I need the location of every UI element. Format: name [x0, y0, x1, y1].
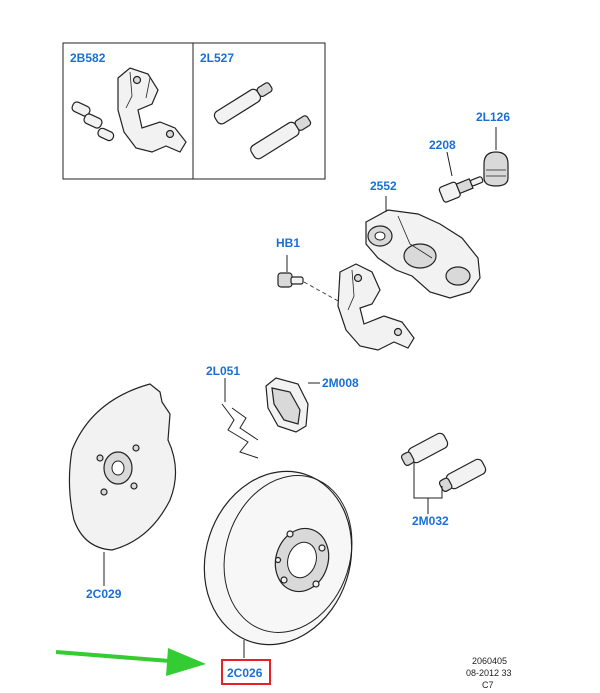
footer-ref-number: 2060405	[472, 656, 507, 666]
clip-illustration	[221, 378, 259, 459]
footer-ref-date: 08-2012 33	[466, 668, 512, 678]
caliper-bracket-illustration	[337, 263, 415, 351]
kit-pins-illustration	[213, 82, 312, 160]
label-2l527: 2L527	[200, 51, 234, 65]
brake-disc-illustration	[203, 470, 353, 658]
splash-shield-illustration	[68, 383, 177, 586]
label-2c026: 2C026	[227, 666, 263, 680]
label-2208: 2208	[429, 138, 456, 152]
kit-box-group	[62, 42, 326, 180]
label-2m032: 2M032	[412, 514, 449, 528]
label-hb1: HB1	[276, 236, 300, 250]
bolt-illustration	[277, 255, 341, 303]
kit-bracket-illustration	[71, 67, 187, 153]
bleed-cap-illustration	[483, 127, 509, 187]
label-2m008: 2M008	[322, 376, 359, 390]
label-2b582: 2B582	[70, 51, 106, 65]
highlight-box	[221, 659, 271, 685]
footer-ref-code: C7	[482, 680, 494, 690]
highlight-arrow	[55, 648, 206, 676]
kit-box-outline	[62, 42, 326, 180]
label-2c029: 2C029	[86, 587, 122, 601]
label-2l051: 2L051	[206, 364, 240, 378]
caliper-illustration	[365, 196, 481, 299]
label-2552: 2552	[370, 179, 397, 193]
label-2l126: 2L126	[476, 110, 510, 124]
brake-pads-illustration	[265, 377, 320, 433]
guide-bushings-illustration	[400, 432, 487, 514]
bleed-screw-illustration	[438, 151, 484, 203]
